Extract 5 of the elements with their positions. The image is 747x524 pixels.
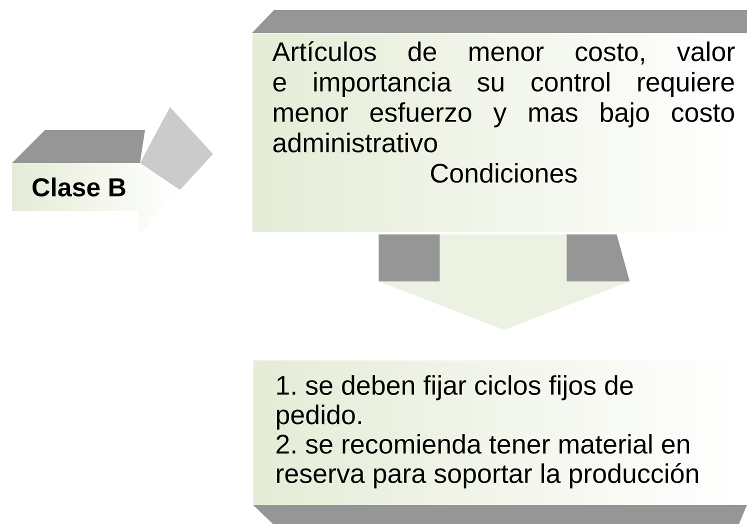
down-arrow [378, 234, 630, 330]
text-box: Artículos de menor costo, valor e importancia su control requiere menor esfuerzo y mas bajo costo administrativo Condiciones [252, 10, 747, 232]
text-box: 1. se deben fijar ciclos fijos de pedido. 2. se recomienda tener material en reserva para soportar la producción [253, 375, 747, 524]
node-label: 2. se recomienda tener material en reserva para soportar la producción [276, 434, 698, 488]
node-label: 1. se deben fijar ciclos fijos de pedido. [276, 375, 633, 430]
